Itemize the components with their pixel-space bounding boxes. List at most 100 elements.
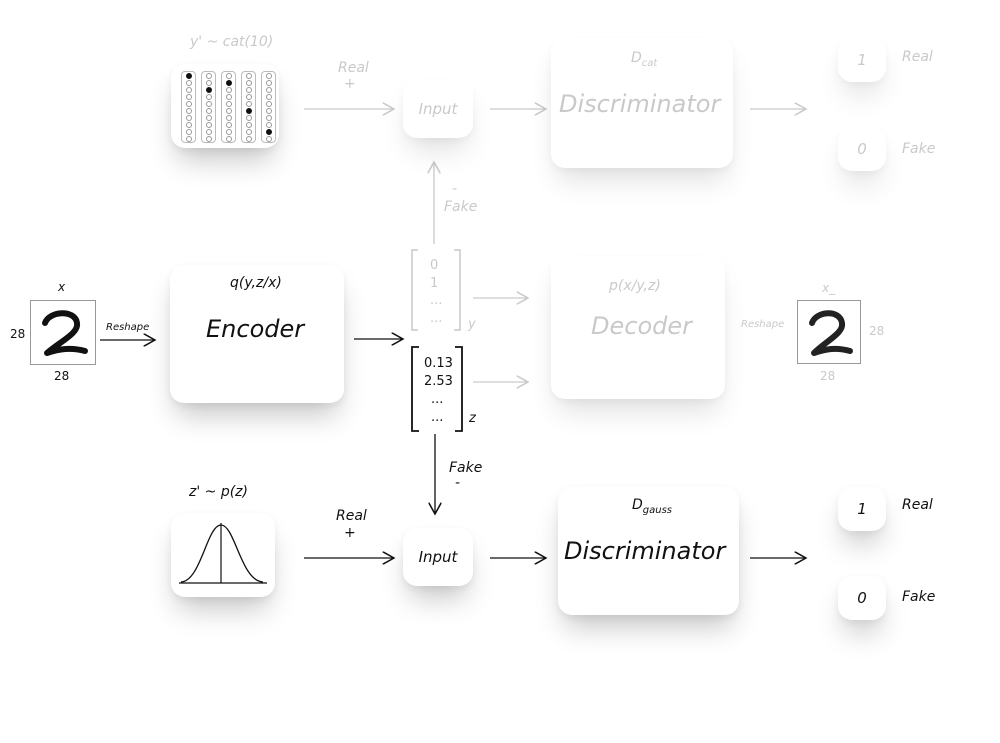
dcat-label: Discriminator [559, 90, 721, 118]
decoder-label: Decoder [591, 312, 692, 340]
onehot-dot [245, 108, 252, 114]
bottom-real-label: Real [336, 508, 367, 524]
z-value: ... [431, 410, 444, 425]
reshape-label-out: Reshape [741, 319, 785, 330]
top-fake-label: Fake [444, 199, 478, 215]
onehot-column [221, 71, 236, 143]
onehot-dot [245, 80, 252, 86]
gaussian-curve-icon [179, 523, 267, 584]
onehot-dot [205, 115, 212, 121]
y-label: y [468, 317, 476, 332]
onehot-dot [205, 101, 212, 107]
reshape-label-in: Reshape [106, 322, 150, 333]
onehot-dot [225, 73, 232, 79]
top-fake-minus: - [452, 181, 458, 197]
onehot-dot [245, 122, 252, 128]
onehot-dot [185, 101, 192, 107]
top-input-node: Input [403, 80, 473, 138]
onehot-dot [185, 94, 192, 100]
dgauss-title: Dgauss [632, 497, 673, 516]
onehot-dot [245, 73, 252, 79]
top-output-real-label: Real [902, 49, 933, 65]
bottom-output-real-label: Real [902, 497, 933, 513]
categorical-prior-label: y' ~ cat(10) [190, 34, 274, 50]
onehot-dot [185, 115, 192, 121]
z-label: z [469, 411, 476, 426]
y-vector: 0 1 ... ... [411, 249, 461, 331]
onehot-dot [245, 129, 252, 135]
onehot-dot [245, 136, 252, 142]
onehot-dot [225, 101, 232, 107]
onehot-dot [185, 80, 192, 86]
z-vector: 0.13 2.53 ... ... [411, 346, 463, 432]
top-real-label: Real [338, 60, 369, 76]
onehot-dot [185, 87, 192, 93]
decoder-title: p(x/y,z) [609, 278, 661, 294]
onehot-dot [225, 108, 232, 114]
z-value: 2.53 [424, 374, 453, 389]
dgauss-label: Discriminator [564, 537, 726, 565]
onehot-dot [265, 73, 272, 79]
onehot-dot [225, 87, 232, 93]
onehot-dot [205, 129, 212, 135]
output-image-label: x_ [822, 281, 836, 295]
onehot-dot [205, 94, 212, 100]
bottom-fake-minus: - [455, 475, 461, 491]
encoder-label: Encoder [206, 315, 305, 343]
onehot-column [181, 71, 196, 143]
onehot-dot [245, 115, 252, 121]
input-image-label: x [58, 280, 66, 294]
top-output-fake-node: 0 [838, 127, 886, 171]
z-value: 0.13 [424, 356, 453, 371]
output-dim-right: 28 [869, 324, 885, 338]
encoder-box: q(y,z/x) Encoder [170, 265, 344, 403]
onehot-dot [205, 136, 212, 142]
onehot-dot [265, 94, 272, 100]
onehot-dot [245, 87, 252, 93]
y-value: ... [430, 311, 443, 326]
onehot-dot [265, 101, 272, 107]
gaussian-discriminator-box: Dgauss Discriminator [558, 487, 739, 615]
onehot-dot [225, 94, 232, 100]
bottom-output-fake-node: 0 [838, 576, 886, 620]
onehot-column [201, 71, 216, 143]
onehot-dot [265, 136, 272, 142]
bottom-fake-label: Fake [449, 460, 483, 476]
top-real-plus: + [344, 76, 356, 92]
digit-two-icon [42, 310, 88, 356]
output-digit-image [797, 300, 861, 364]
onehot-dot [225, 129, 232, 135]
dcat-title: Dcat [631, 50, 658, 69]
onehot-column [261, 71, 276, 143]
gaussian-prior-label: z' ~ p(z) [189, 484, 248, 500]
bottom-output-fake-label: Fake [902, 589, 936, 605]
onehot-dot [205, 108, 212, 114]
encoder-title: q(y,z/x) [230, 275, 282, 291]
onehot-dot [185, 122, 192, 128]
output-dim-bottom: 28 [820, 369, 836, 383]
onehot-dot [265, 80, 272, 86]
onehot-dot [185, 73, 192, 79]
z-value: ... [431, 392, 444, 407]
onehot-dot [205, 73, 212, 79]
onehot-samples-card [171, 64, 279, 148]
onehot-dot [225, 122, 232, 128]
onehot-dot [265, 122, 272, 128]
input-digit-image [30, 300, 96, 365]
digit-two-icon [809, 310, 853, 356]
top-output-real-node: 1 [838, 38, 886, 82]
input-dim-bottom: 28 [54, 369, 70, 383]
onehot-dot [185, 136, 192, 142]
y-value: 1 [430, 276, 439, 291]
onehot-dot [205, 87, 212, 93]
onehot-dot [245, 101, 252, 107]
bottom-input-node: Input [403, 528, 473, 586]
onehot-dot [185, 108, 192, 114]
onehot-dot [225, 80, 232, 86]
decoder-box: p(x/y,z) Decoder [551, 256, 725, 399]
categorical-discriminator-box: Dcat Discriminator [551, 38, 733, 168]
onehot-dot [205, 122, 212, 128]
onehot-dot [245, 94, 252, 100]
onehot-dot [265, 108, 272, 114]
